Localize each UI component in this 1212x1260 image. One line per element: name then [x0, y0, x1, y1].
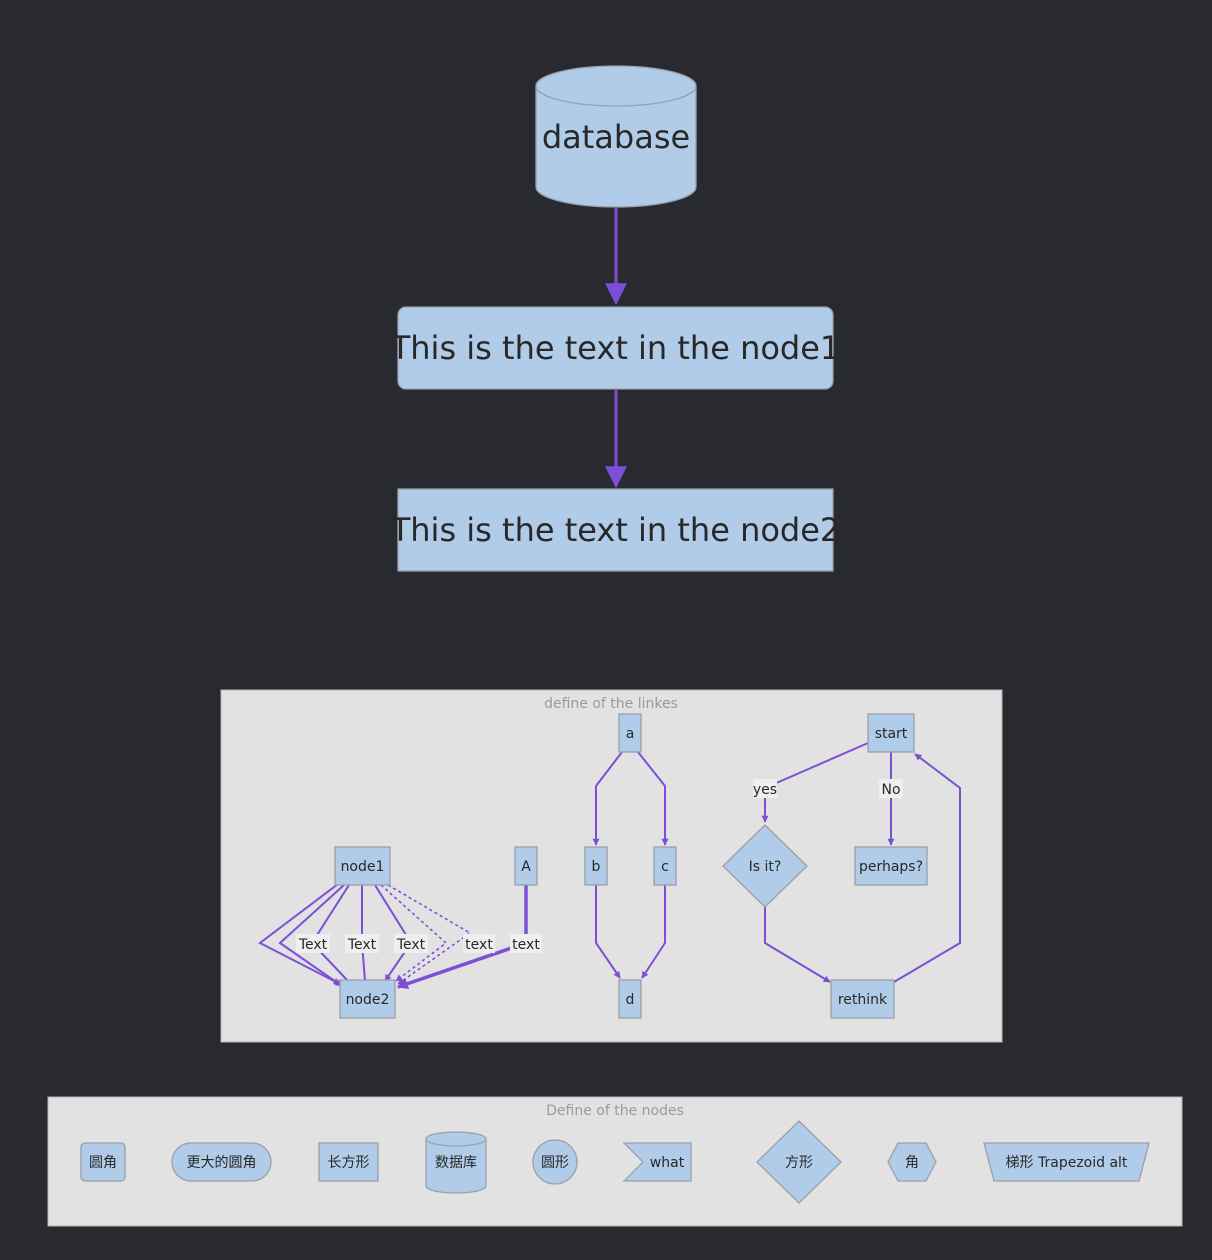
svg-text:角: 角	[905, 1155, 919, 1171]
svg-text:No: No	[881, 782, 900, 798]
edge-a-b	[592, 751, 623, 846]
edge-node1-node2-loop	[258, 883, 341, 985]
hexagon-node[interactable]: 角	[887, 1142, 937, 1182]
svg-text:长方形: 长方形	[328, 1155, 370, 1171]
perhaps-box[interactable]: perhaps?	[854, 846, 928, 886]
svg-text:what: what	[650, 1155, 685, 1171]
svg-text:b: b	[592, 859, 601, 875]
node2-rect[interactable]: This is the text in the node2	[390, 488, 841, 572]
svg-text:Text: Text	[347, 937, 377, 953]
svg-text:start: start	[875, 726, 908, 742]
edge-a-c	[637, 751, 669, 846]
edge-label-text2: Text	[345, 934, 379, 953]
circle-node[interactable]: 圆形	[532, 1139, 578, 1185]
database-shape-node[interactable]: 数据库	[425, 1131, 487, 1194]
edge-node1-node2-text1	[278, 884, 345, 987]
svg-text:node1: node1	[341, 859, 385, 875]
edge-label-text1: Text	[296, 934, 330, 953]
edge-label-text3: Text	[394, 934, 428, 953]
svg-text:数据库: 数据库	[435, 1155, 477, 1171]
edge-isit-rethink	[764, 907, 831, 983]
svg-text:圆角: 圆角	[89, 1155, 117, 1171]
edge-label-no: No	[879, 779, 903, 798]
A-box[interactable]: A	[514, 846, 538, 886]
svg-text:梯形 Trapezoid alt: 梯形 Trapezoid alt	[1006, 1155, 1128, 1171]
edge-c-d	[641, 885, 666, 979]
edge-b-d	[595, 885, 621, 979]
svg-text:rethink: rethink	[838, 992, 888, 1008]
svg-text:圆形: 圆形	[541, 1155, 569, 1171]
asymmetric-flag-node[interactable]: what	[622, 1142, 692, 1182]
svg-text:更大的圆角: 更大的圆角	[187, 1155, 257, 1171]
trapezoid-alt-node[interactable]: 梯形 Trapezoid alt	[983, 1142, 1150, 1182]
svg-text:yes: yes	[753, 782, 777, 798]
node2-box[interactable]: node2	[339, 979, 396, 1019]
b-box[interactable]: b	[584, 846, 608, 886]
svg-text:A: A	[521, 859, 531, 875]
node1-rounded[interactable]: This is the text in the node1	[390, 306, 841, 390]
edge-label-text5: text	[510, 934, 542, 953]
svg-text:node2: node2	[346, 992, 390, 1008]
links-cluster: define of the linkes Text Text Text text	[220, 689, 1003, 1043]
node1-label: This is the text in the node1	[390, 329, 841, 367]
top-flow: database This is the text in the node1 T…	[390, 65, 841, 572]
rethink-box[interactable]: rethink	[830, 979, 895, 1019]
node2-label: This is the text in the node2	[390, 511, 841, 549]
svg-text:Is it?: Is it?	[749, 859, 782, 875]
is-it-diamond[interactable]: Is it?	[722, 824, 808, 908]
rectangle-node[interactable]: 长方形	[318, 1142, 379, 1182]
svg-text:Text: Text	[396, 937, 426, 953]
stadium-node[interactable]: 更大的圆角	[171, 1142, 272, 1182]
rhombus-node[interactable]: 方形	[756, 1120, 842, 1204]
c-box[interactable]: c	[653, 846, 677, 886]
node1-box[interactable]: node1	[334, 846, 391, 886]
svg-text:c: c	[661, 859, 669, 875]
start-box[interactable]: start	[867, 713, 915, 753]
nodes-cluster: Define of the nodes 圆角 更大的圆角 长方形 数据库 圆形 …	[47, 1096, 1183, 1227]
svg-text:方形: 方形	[785, 1155, 813, 1171]
edge-node1-node2-dotted-2	[387, 884, 472, 985]
svg-text:Text: Text	[298, 937, 328, 953]
database-label: database	[542, 118, 690, 156]
edge-label-text4: text	[463, 934, 495, 953]
d-box[interactable]: d	[618, 979, 642, 1019]
database-node[interactable]: database	[535, 65, 697, 208]
edge-rethink-start	[893, 753, 961, 983]
svg-text:text: text	[512, 937, 540, 953]
edge-label-yes: yes	[753, 779, 777, 798]
round-corner-node[interactable]: 圆角	[80, 1142, 126, 1182]
svg-text:text: text	[465, 937, 493, 953]
links-cluster-title: define of the linkes	[544, 696, 678, 712]
nodes-cluster-title: Define of the nodes	[546, 1103, 684, 1119]
svg-text:perhaps?: perhaps?	[859, 859, 923, 875]
svg-text:a: a	[626, 726, 635, 742]
edge-node1-node2-dotted-1	[380, 884, 448, 982]
a-box[interactable]: a	[618, 713, 642, 753]
svg-text:d: d	[626, 992, 635, 1008]
